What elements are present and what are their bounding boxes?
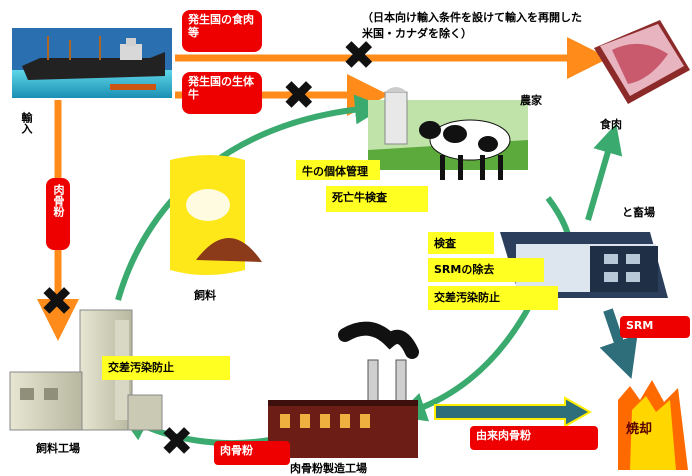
prohibit-cross-icon-import-bone-meal: ✖ <box>40 279 74 325</box>
label-bone-meal-to-feed: 肉骨粉 <box>214 441 290 465</box>
note-excluded-countries: （日本向け輸入条件を設けて輸入を再開した米国・カナダを除く） <box>362 11 582 40</box>
arrow-slaughter-to-meat <box>585 123 623 221</box>
cargo-ship-icon <box>12 28 172 98</box>
label-srm: SRM <box>620 316 690 338</box>
arrow-slaughter-to-rendering <box>395 303 533 422</box>
label-rendering-plant: 肉骨粉製造工場 <box>290 462 367 475</box>
arrow-srm-to-incineration <box>599 308 638 379</box>
label-import: 輸入 <box>20 112 33 134</box>
meat-icon <box>594 20 690 104</box>
label-meat-derived-bone-meal: 由来肉骨粉 <box>470 426 598 450</box>
prohibit-cross-icon-bone-meal-feed: ✖ <box>160 419 194 465</box>
label-feed-factory: 飼料工場 <box>36 442 80 455</box>
label-meat: 食肉 <box>600 118 622 131</box>
label-live-cattle-from-origin: 発生国の生体牛 <box>182 72 262 114</box>
label-farm: 農家 <box>520 94 542 107</box>
label-cross-contamination-feed: 交差汚染防止 <box>102 356 230 380</box>
prohibit-cross-icon-meat: ✖ <box>342 33 376 79</box>
label-dead-cattle-inspection: 死亡牛検査 <box>326 186 428 212</box>
incineration-flame-icon <box>618 380 688 470</box>
label-incineration: 焼却 <box>626 422 653 437</box>
label-slaughterhouse: と畜場 <box>622 206 655 219</box>
prohibit-cross-icon-cattle: ✖ <box>282 73 316 119</box>
label-cross-contamination-slaughter: 交差汚染防止 <box>428 286 558 310</box>
label-srm-removal: SRMの除去 <box>428 258 544 282</box>
feed-bag-icon <box>170 155 262 275</box>
label-imported-bone-meal: 肉骨粉 <box>46 178 70 250</box>
rendering-plant-icon <box>268 321 419 458</box>
label-meat-from-origin: 発生国の食肉等 <box>182 10 262 52</box>
label-individual-management: 牛の個体管理 <box>296 160 380 180</box>
label-inspection: 検査 <box>428 232 494 254</box>
label-feed: 飼料 <box>194 289 216 302</box>
farm-cow-icon <box>368 87 528 180</box>
arrow-bone-meal-to-incineration <box>434 396 593 428</box>
